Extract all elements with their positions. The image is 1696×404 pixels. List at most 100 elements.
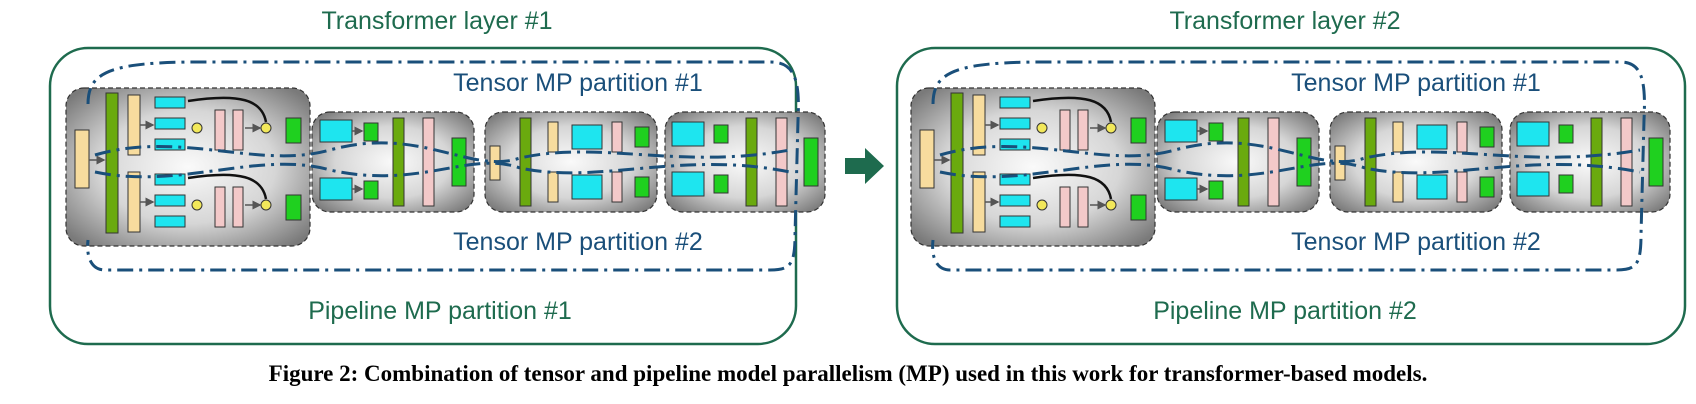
multiply-icon: [191, 199, 203, 211]
layernorm-block: [392, 117, 405, 207]
layernorm-block: [105, 92, 119, 234]
linear-block: [319, 177, 353, 201]
dropout-block: [232, 109, 244, 151]
tensor-partition-outer-outline: [931, 60, 1646, 272]
linear-block: [127, 171, 141, 233]
attention-edge: [1032, 173, 1113, 200]
dropout-block: [1208, 122, 1224, 142]
stage-group: [910, 87, 1671, 247]
output-block: [1130, 194, 1147, 221]
linear-block: [547, 121, 559, 153]
softmax-block: [214, 186, 226, 228]
dropout-block: [713, 124, 729, 144]
layernorm-block: [1237, 117, 1250, 207]
tensor-partition-split-line-b: [94, 161, 791, 179]
input-block: [919, 129, 935, 189]
attention-edge: [1032, 96, 1113, 123]
qkv-block: [154, 215, 186, 228]
fc-block: [1516, 171, 1550, 197]
pipeline-stage: [484, 111, 658, 213]
qkv-block: [154, 138, 186, 151]
tensor-partition-split-line-b: [939, 161, 1641, 179]
transformer-layer-2: Transformer layer #2 Pipeline MP partiti…: [895, 7, 1687, 346]
pipeline-partition-label: Pipeline MP partition #2: [1153, 297, 1417, 325]
qkv-block: [154, 96, 186, 109]
dropout-block: [232, 186, 244, 228]
layer-frame: [895, 46, 1687, 346]
dropout-block: [1077, 109, 1089, 151]
output-block: [285, 117, 302, 144]
dropout-block: [363, 122, 379, 142]
layernorm-block: [1364, 117, 1377, 207]
qkv-block: [999, 138, 1031, 151]
multiply-icon: [260, 122, 272, 134]
tensor-partition-outer-outline: [86, 60, 800, 272]
dropout-block: [1479, 176, 1495, 198]
tensor-partition-bottom-label: Tensor MP partition #2: [1291, 228, 1541, 256]
linear-block: [972, 171, 986, 233]
residual-block: [451, 137, 467, 187]
pipeline-stage: [1329, 111, 1503, 213]
qkv-block: [154, 173, 186, 186]
tensor-partition-split-line-a: [94, 141, 791, 164]
output-block: [1130, 117, 1147, 144]
gelu-block: [1456, 171, 1468, 203]
input-block: [74, 129, 90, 189]
fc-block: [1516, 121, 1550, 147]
qkv-block: [999, 215, 1031, 228]
right-arrow-icon: [845, 148, 884, 184]
layernorm-block: [519, 117, 532, 207]
gelu-block: [611, 121, 623, 153]
layer-title: Transformer layer #2: [1169, 7, 1400, 35]
dropout-block: [363, 180, 379, 200]
dropout-block: [1077, 186, 1089, 228]
output-block: [285, 194, 302, 221]
fc-block: [571, 124, 603, 150]
dropout-block: [1208, 180, 1224, 200]
tensor-partition-split-line-a: [939, 141, 1641, 164]
output-block: [1648, 137, 1664, 187]
gelu-block: [1620, 117, 1633, 207]
dropout-block: [1558, 124, 1574, 144]
layernorm-block: [1590, 117, 1603, 207]
multiply-icon: [1036, 122, 1048, 134]
softmax-block: [1059, 186, 1071, 228]
output-block: [803, 137, 819, 187]
qkv-block: [154, 117, 186, 130]
figure-caption: Figure 2: Combination of tensor and pipe…: [268, 361, 1428, 386]
qkv-block: [999, 117, 1031, 130]
gelu-block: [1267, 117, 1280, 207]
multiply-icon: [1105, 122, 1117, 134]
pipeline-partition-label: Pipeline MP partition #1: [308, 297, 572, 325]
transformer-layer-1: Transformer layer #1 Pipeline MP partiti…: [48, 7, 826, 346]
residual-block: [1296, 137, 1312, 187]
gelu-block: [422, 117, 435, 207]
layernorm-block: [950, 92, 964, 234]
qkv-block: [999, 194, 1031, 207]
layernorm-block: [745, 117, 758, 207]
dropout-block: [713, 174, 729, 194]
pipeline-stage: [65, 87, 311, 247]
multiply-icon: [260, 199, 272, 211]
qkv-block: [999, 173, 1031, 186]
layer-title: Transformer layer #1: [321, 7, 552, 35]
gelu-block: [1456, 121, 1468, 153]
linear-block: [1164, 119, 1198, 143]
multiply-icon: [191, 122, 203, 134]
multiply-icon: [1036, 199, 1048, 211]
fc-block: [1416, 124, 1448, 150]
dropout-block: [634, 126, 650, 148]
linear-block: [547, 171, 559, 203]
linear-block: [1392, 121, 1404, 153]
qkv-block: [154, 194, 186, 207]
stage-group: [65, 87, 826, 247]
linear-block: [1392, 171, 1404, 203]
gelu-block: [611, 171, 623, 203]
attention-edge: [187, 173, 268, 200]
dropout-block: [1479, 126, 1495, 148]
softmax-block: [214, 109, 226, 151]
dropout-block: [1558, 174, 1574, 194]
attention-edge: [187, 96, 268, 123]
tensor-partition-bottom-label: Tensor MP partition #2: [453, 228, 703, 256]
